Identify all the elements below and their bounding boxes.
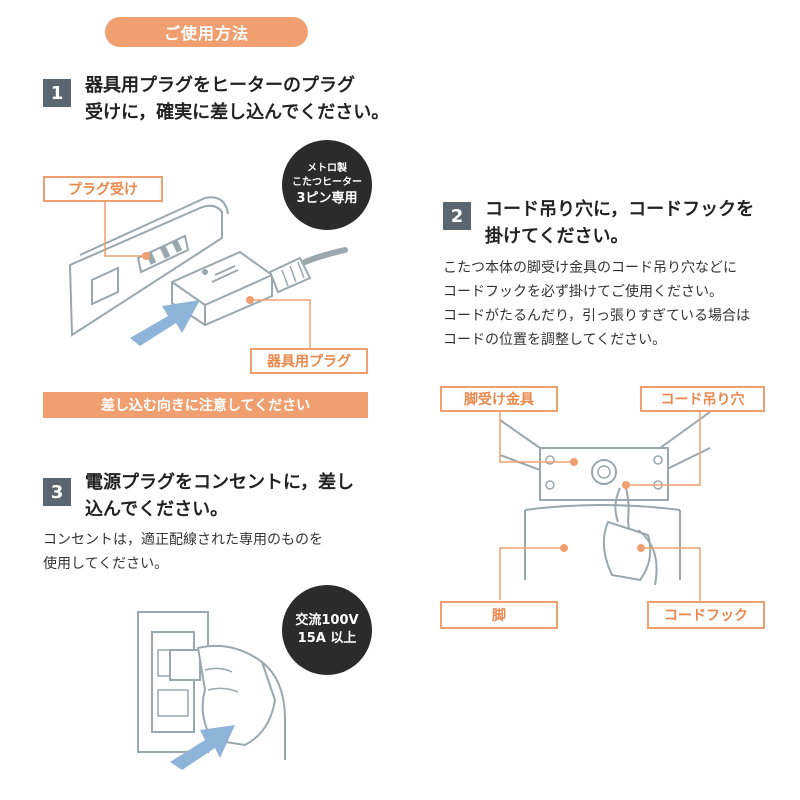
label-leg: 脚 [440, 601, 558, 629]
step-2-body-line3: コードがたるんだり，引っ張りすぎている場合は [443, 308, 751, 324]
step-1-heading-line1: 器具用プラグをヒーターのプラグ [85, 75, 355, 96]
step-3-heading-line1: 電源プラグをコンセントに，差し [85, 472, 355, 493]
step-2-heading-line2: 掛けてください。 [485, 226, 629, 247]
step-3-badge-line1: 交流100V [295, 613, 359, 628]
step-3-badge-line2: 15A 以上 [297, 631, 357, 646]
step-1-heading-line2: 受けに，確実に差し込んでください。 [85, 102, 390, 123]
step-1-badge-line2: こたつヒーター [292, 177, 362, 188]
label-leg-bracket: 脚受け金具 [440, 386, 558, 412]
label-cord-hole: コード吊り穴 [640, 386, 765, 412]
label-appliance-plug: 器具用プラグ [250, 348, 368, 374]
step-2-heading-line1: コード吊り穴に，コードフックを [485, 199, 755, 220]
caution-band: 差し込む向きに注意してください [43, 392, 368, 418]
step-3-heading-line2: 込んでください。 [85, 499, 229, 520]
step-1-heading: 器具用プラグをヒーターのプラグ 受けに，確実に差し込んでください。 [85, 72, 389, 126]
step-2-body-line4: コードの位置を調整してください。 [443, 332, 667, 348]
label-plug-receiver: プラグ受け [43, 176, 163, 202]
step-3-body-line2: 使用してください。 [43, 556, 169, 572]
step-2-heading: コード吊り穴に，コードフックを 掛けてください。 [485, 196, 754, 250]
step-1-badge-line1: メトロ製 [307, 163, 347, 174]
step-3-badge: 交流100V 15A 以上 [282, 585, 372, 675]
step-1-badge-line3: 3ピン専用 [296, 191, 358, 206]
step-2-body-line1: こたつ本体の脚受け金具のコード吊り穴などに [443, 260, 737, 276]
label-cord-hook: コードフック [647, 601, 765, 629]
step-2-body: こたつ本体の脚受け金具のコード吊り穴などに コードフックを必ず掛けてご使用くださ… [443, 256, 750, 352]
step-3-heading: 電源プラグをコンセントに，差し 込んでください。 [85, 469, 354, 523]
step-1-badge: メトロ製 こたつヒーター 3ピン専用 [282, 140, 372, 230]
page-title: ご使用方法 [105, 17, 308, 47]
step-3-body-line1: コンセントは，適正配線された専用のものを [43, 532, 323, 548]
step-1-number: 1 [43, 79, 71, 107]
step-2-number: 2 [443, 202, 471, 230]
step-2-body-line2: コードフックを必ず掛けてご使用ください。 [443, 284, 723, 300]
step-3-number: 3 [43, 478, 71, 506]
step-3-body: コンセントは，適正配線された専用のものを 使用してください。 [43, 528, 323, 576]
